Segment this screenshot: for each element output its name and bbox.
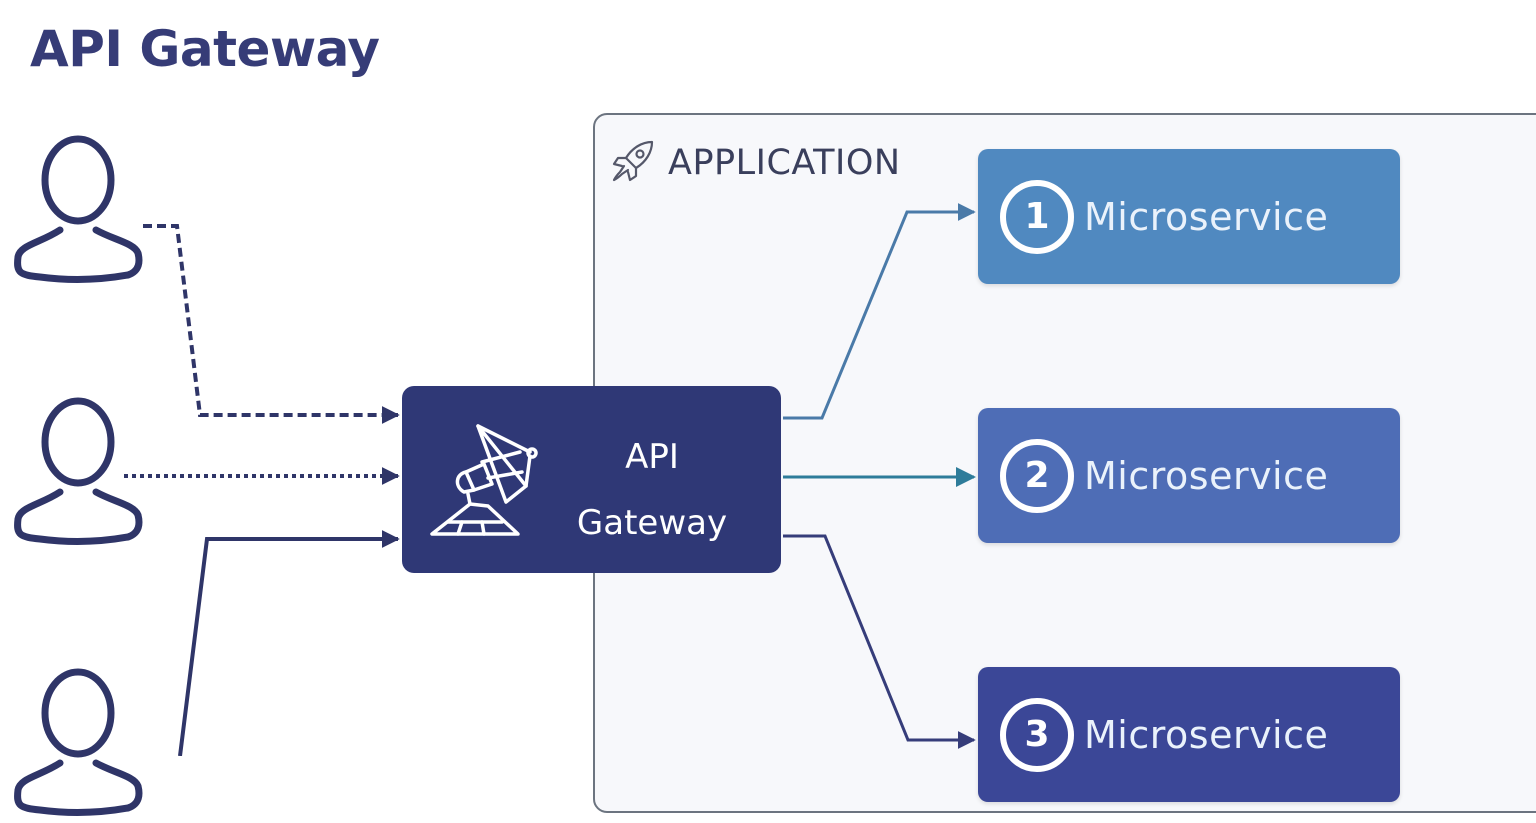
api-gateway-label-line2: Gateway <box>576 503 728 543</box>
client-user-1 <box>10 135 145 290</box>
client-1-connection <box>143 224 400 424</box>
client-3-connection <box>178 530 400 756</box>
client-user-2 <box>10 397 145 552</box>
api-gateway-label: API Gateway <box>552 424 752 556</box>
user-icon <box>14 668 143 816</box>
number-badge: 3 <box>1000 697 1074 772</box>
rocket-icon <box>608 136 658 191</box>
microservice-label: Microservice <box>1084 453 1329 498</box>
microservice-2[interactable]: 2 Microservice <box>978 408 1400 543</box>
api-gateway-label-line1: API <box>625 437 679 477</box>
client-user-3 <box>10 668 145 823</box>
application-title: APPLICATION <box>668 143 901 183</box>
page-title: API Gateway <box>30 20 380 78</box>
user-icon <box>14 135 143 283</box>
user-icon <box>14 397 143 545</box>
application-label: APPLICATION <box>608 138 901 188</box>
microservice-label: Microservice <box>1084 712 1329 757</box>
satellite-dish-icon <box>426 422 546 547</box>
microservice-3[interactable]: 3 Microservice <box>978 667 1400 802</box>
number-badge: 1 <box>1000 179 1074 254</box>
microservice-label: Microservice <box>1084 194 1329 239</box>
microservice-1[interactable]: 1 Microservice <box>978 149 1400 284</box>
api-gateway-node[interactable]: API Gateway <box>402 386 781 573</box>
number-badge: 2 <box>1000 438 1074 513</box>
